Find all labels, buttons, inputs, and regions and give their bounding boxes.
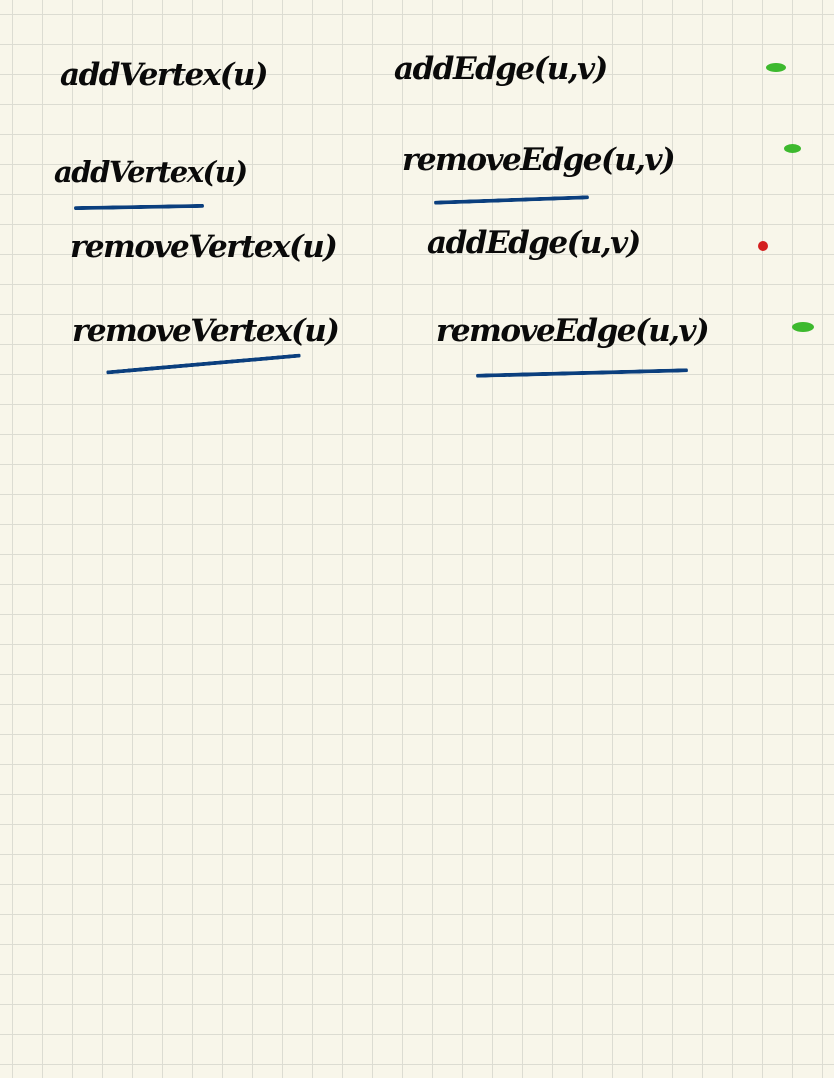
row-4-right-underline [475,368,689,378]
row-1-left-text: addVertex(u) [60,57,269,93]
row-2-left-text: addVertex(u) [54,155,248,189]
row-3-right-text: addEdge(u,v) [427,225,641,261]
row-2-right-text: removeEdge(u,v) [402,142,676,178]
row-4-green-mark [792,322,814,332]
row-3-red-mark [758,241,768,251]
row-1-right-text: addEdge(u,v) [394,51,608,87]
row-4-left-text: removeVertex(u) [72,313,340,349]
row-2-right-underline [433,195,590,205]
row-2-green-mark [784,144,801,153]
row-4-right-text: removeEdge(u,v) [436,313,710,349]
row-4-left-underline [106,353,301,375]
row-3-left-text: removeVertex(u) [70,229,338,265]
row-2-left-underline [73,203,205,211]
row-1-green-mark [766,63,786,72]
